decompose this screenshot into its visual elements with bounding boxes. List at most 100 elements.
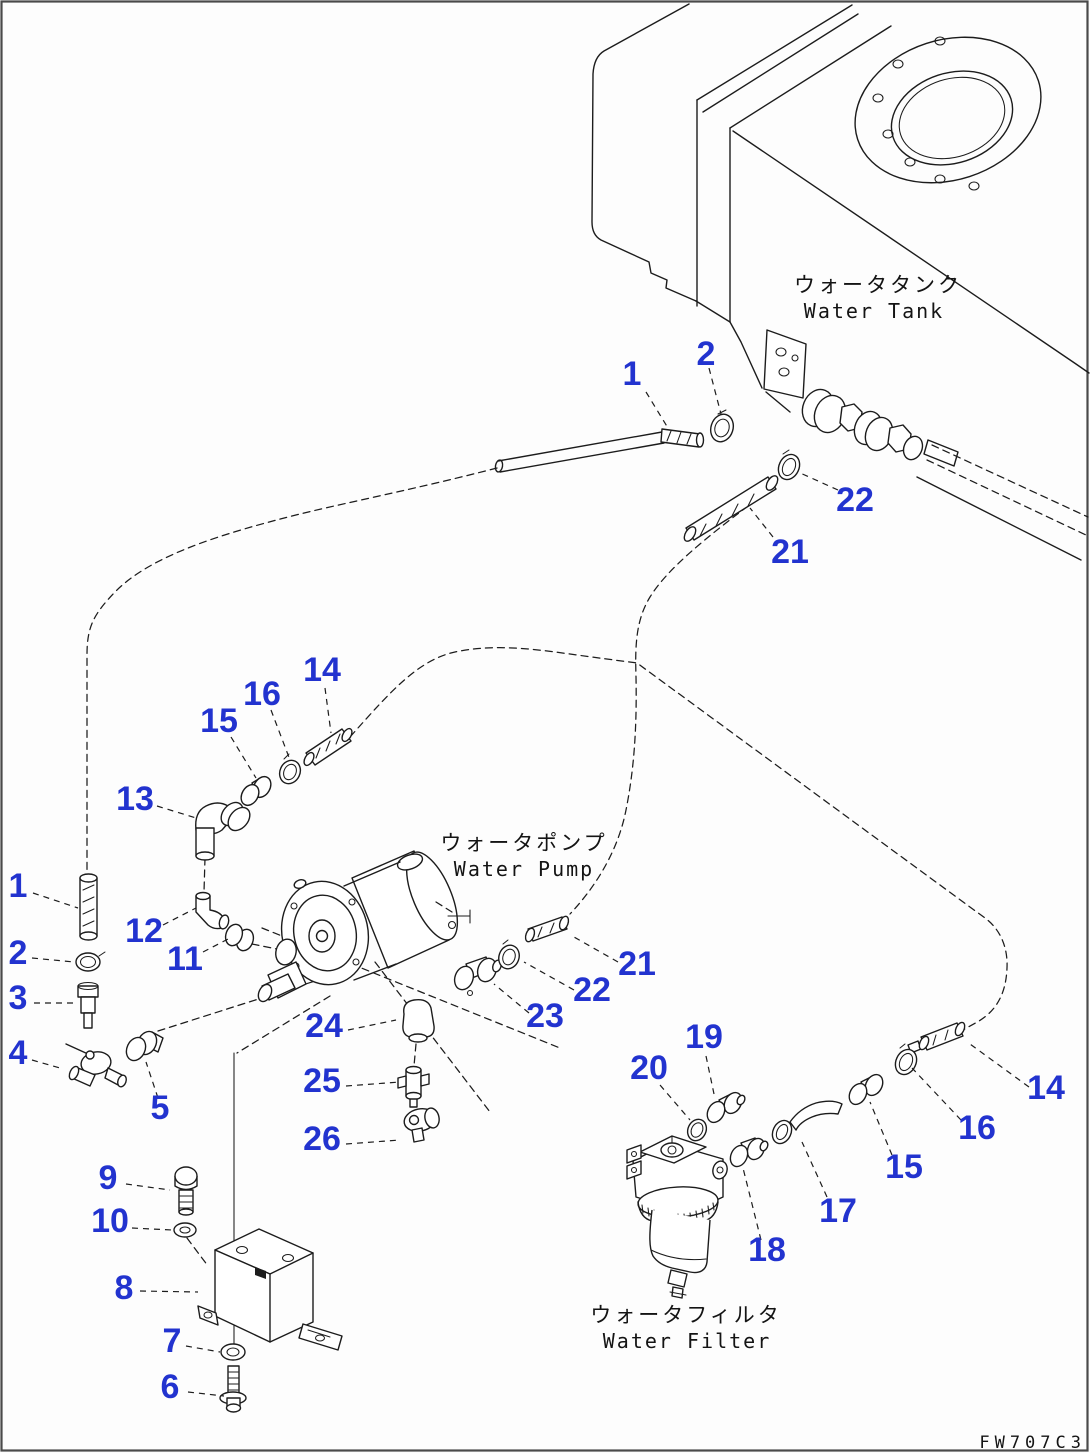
part-3-fitting bbox=[77, 981, 99, 1029]
part-17-elbow bbox=[771, 1100, 843, 1145]
callout-21: 21 bbox=[771, 533, 809, 571]
part-12-elbow bbox=[195, 891, 230, 930]
water-pump bbox=[257, 850, 471, 1003]
callout-14: 14 bbox=[303, 651, 341, 689]
hose-14-centerline bbox=[349, 647, 1008, 1031]
water-tank-label-en: Water Tank bbox=[804, 299, 944, 323]
clamp-2-tank bbox=[709, 413, 735, 443]
pump-drain-fittings bbox=[397, 998, 440, 1143]
leader-line-6 bbox=[187, 1391, 225, 1397]
leader-line-2 bbox=[708, 367, 722, 415]
part-2-clamp bbox=[75, 952, 101, 972]
part-26-banjo bbox=[403, 1107, 440, 1143]
part-18-fitting bbox=[729, 1137, 769, 1168]
tank-front-edge bbox=[732, 130, 1090, 374]
part-20-clamp bbox=[686, 1118, 708, 1142]
hose-21-end-tank bbox=[683, 449, 801, 542]
pump-motor-cap bbox=[405, 851, 459, 941]
callout-24: 24 bbox=[305, 1007, 343, 1045]
part-24-elbow bbox=[402, 998, 435, 1043]
leader-line-23 bbox=[493, 983, 530, 1014]
part-6-bolt bbox=[219, 1365, 247, 1413]
water-filter bbox=[626, 1135, 728, 1299]
part-9-bolt bbox=[174, 1166, 198, 1216]
callout-9: 9 bbox=[99, 1159, 118, 1197]
part-14-tube-filter bbox=[907, 1021, 966, 1054]
part-14-tube-pump bbox=[303, 727, 353, 767]
part-1-tube bbox=[79, 877, 98, 937]
leader-line-22 bbox=[797, 471, 839, 491]
tank-outline bbox=[591, 3, 697, 302]
callout-17: 17 bbox=[819, 1192, 857, 1230]
part-5-fitting bbox=[125, 1030, 164, 1062]
callout-22: 22 bbox=[836, 481, 874, 519]
leader-line-16 bbox=[911, 1067, 962, 1121]
callout-25: 25 bbox=[303, 1062, 341, 1100]
water-pump-label-jp: ウォータポンプ bbox=[440, 831, 607, 855]
leader-line-7 bbox=[185, 1345, 221, 1353]
water-filter-label-jp: ウォータフィルタ bbox=[590, 1303, 782, 1327]
leader-line-15 bbox=[869, 1101, 893, 1156]
leader-line-15 bbox=[230, 736, 257, 779]
callout-23: 23 bbox=[526, 997, 564, 1035]
leader-line-16 bbox=[270, 709, 291, 761]
part-4-cock bbox=[65, 1043, 127, 1088]
mounting-bracket bbox=[197, 1228, 343, 1351]
pump-outlet-fittings bbox=[453, 915, 570, 997]
leader-line-12 bbox=[162, 907, 197, 926]
callout-19: 19 bbox=[685, 1018, 723, 1056]
tank-flange bbox=[854, 36, 1042, 191]
part-19-fitting bbox=[706, 1091, 746, 1124]
hose-1-centerline bbox=[86, 467, 498, 875]
pump-inlet-fittings bbox=[195, 727, 353, 893]
hose-21-centerline bbox=[569, 505, 749, 915]
assembly-line-to-bracket bbox=[236, 995, 331, 1054]
part-15-fitting bbox=[240, 775, 272, 807]
callout-5: 5 bbox=[151, 1089, 170, 1127]
bracket-right-foot bbox=[298, 1323, 343, 1351]
clamp-22-tank bbox=[777, 453, 801, 481]
callout-18: 18 bbox=[748, 1231, 786, 1269]
pipe-coupler bbox=[923, 439, 959, 467]
water-tank bbox=[591, 3, 1090, 561]
leader-line-1 bbox=[645, 391, 669, 429]
part-13-elbow bbox=[195, 801, 251, 861]
callout-1: 1 bbox=[623, 355, 642, 393]
leader-line-9 bbox=[125, 1183, 171, 1191]
part-25-fitting bbox=[397, 1065, 430, 1108]
filter-bowl bbox=[649, 1209, 711, 1274]
part-11-fitting bbox=[224, 923, 255, 952]
leader-line-4 bbox=[31, 1059, 61, 1069]
leader-line-21 bbox=[749, 507, 774, 538]
leader-line-18 bbox=[742, 1167, 762, 1241]
callout-3: 3 bbox=[9, 979, 28, 1017]
part-21-tube-pump bbox=[524, 915, 570, 943]
callout-7: 7 bbox=[163, 1322, 182, 1360]
leader-line-13 bbox=[156, 805, 197, 819]
pump-terminal bbox=[435, 901, 471, 930]
water-tank-label-jp: ウォータタンク bbox=[794, 273, 962, 297]
callout-13: 13 bbox=[116, 780, 154, 818]
callout-2: 2 bbox=[9, 934, 28, 972]
bracket-left-foot bbox=[197, 1305, 219, 1326]
leader-line-17 bbox=[801, 1141, 828, 1198]
leader-line-2 bbox=[31, 957, 75, 963]
leader-line-21 bbox=[573, 936, 619, 963]
water-pump-label-en: Water Pump bbox=[454, 857, 594, 881]
part-15-fitting-filter bbox=[848, 1073, 884, 1106]
callout-16: 16 bbox=[958, 1109, 996, 1147]
water-filter-label-en: Water Filter bbox=[603, 1329, 772, 1353]
callout-12: 12 bbox=[125, 912, 163, 950]
part-16-clamp bbox=[278, 753, 302, 785]
part-7-washer bbox=[220, 1343, 246, 1361]
callout-20: 20 bbox=[630, 1049, 668, 1087]
assembly-line-5-to-pump bbox=[157, 973, 338, 1032]
filter-drain bbox=[667, 1269, 688, 1288]
leader-line-26 bbox=[345, 1139, 401, 1145]
leader-line-20 bbox=[659, 1084, 691, 1121]
callout-1: 1 bbox=[9, 867, 28, 905]
callout-2: 2 bbox=[697, 335, 716, 373]
part-22-clamp-pump bbox=[498, 939, 520, 970]
